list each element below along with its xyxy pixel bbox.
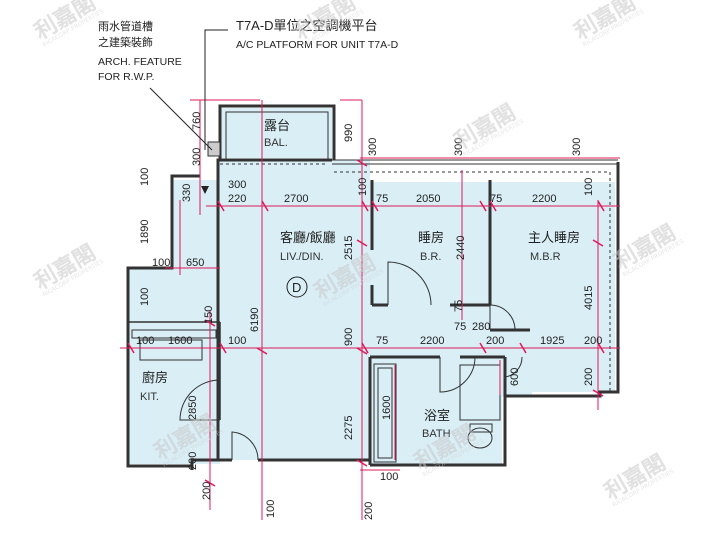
dim-300-top-left: 300 — [191, 148, 203, 166]
dim-75-a: 75 — [376, 193, 388, 205]
dim-2200-top: 2200 — [532, 193, 556, 205]
ac-note-en: A/C PLATFORM FOR UNIT T7A-D — [236, 39, 399, 51]
unit-marker: D — [292, 280, 301, 295]
dim-100-upper-right: 100 — [583, 178, 595, 196]
dim-990: 990 — [343, 124, 355, 142]
dimension-labels: 760 990 300 300 300 300 300 100 100 100 … — [136, 112, 602, 520]
ac-unit — [207, 141, 221, 157]
dim-200-mbr: 200 — [583, 368, 595, 386]
dim-150: 150 — [203, 306, 215, 324]
room-bath-en: BATH — [422, 428, 451, 440]
dim-220: 220 — [228, 193, 246, 205]
watermark-10: 利嘉閣 RICACORP PROPERTIES — [601, 451, 676, 509]
room-living-cn: 客廳/飯廳 — [280, 230, 336, 245]
dim-200-right: 200 — [584, 335, 602, 347]
kitchen-counter — [139, 339, 203, 361]
dim-300-horizontal: 300 — [228, 179, 246, 191]
watermark-7: 利嘉閣 RICACORP PROPERTIES — [611, 221, 686, 279]
dim-600: 600 — [509, 368, 521, 386]
dim-100-left: 100 — [139, 168, 151, 186]
dim-75-d: 75 — [453, 300, 465, 312]
ac-note-cn: T7A-D單位之空調機平台 — [236, 18, 378, 33]
windows — [220, 163, 611, 392]
dim-300-top-mid: 300 — [367, 138, 379, 156]
rwp-note-en-2: FOR R.W.P. — [98, 71, 154, 83]
dim-200-bottom-mid: 200 — [363, 502, 375, 520]
dim-200-bottom-left: 200 — [201, 482, 213, 500]
unit-marker-circle — [286, 276, 308, 298]
dimension-lines — [120, 99, 620, 520]
dim-1925: 1925 — [540, 335, 564, 347]
room-master-en: M.B.R — [530, 251, 561, 263]
dim-100-kit-right: 100 — [228, 335, 246, 347]
dim-100-upper-mid: 100 — [357, 178, 369, 196]
room-kitchen-en: KIT. — [140, 391, 159, 403]
fixtures — [131, 141, 501, 463]
room-living-en: LIV./DIN. — [280, 251, 324, 263]
dim-300-top-right2: 300 — [571, 138, 583, 156]
dimension-ticks — [127, 159, 605, 487]
watermark-1: 利嘉閣 RICACORP PROPERTIES — [31, 0, 106, 49]
dim-330: 330 — [181, 184, 193, 202]
rwp-note-en-1: ARCH. FEATURE — [98, 56, 182, 68]
dim-100-bath: 100 — [380, 471, 398, 483]
room-bath-cn: 浴室 — [424, 408, 450, 423]
dim-2050: 2050 — [416, 193, 440, 205]
dim-75-e: 75 — [376, 335, 388, 347]
toilet — [467, 427, 493, 449]
dim-2515: 2515 — [343, 236, 355, 260]
dim-2200-corridor: 2200 — [420, 335, 444, 347]
dim-6190: 6190 — [249, 308, 261, 332]
dim-200-corridor: 200 — [486, 335, 504, 347]
dim-1600-bath: 1600 — [381, 396, 393, 420]
callout-arrowhead — [201, 186, 209, 194]
dim-100-kit-left: 100 — [136, 335, 154, 347]
callout-leaders — [149, 29, 228, 151]
dim-300-top-right1: 300 — [453, 138, 465, 156]
watermark-5: 利嘉閣 RICACORP PROPERTIES — [31, 241, 106, 299]
room-master-cn: 主人睡房 — [528, 230, 580, 245]
dim-760: 760 — [191, 112, 203, 130]
dim-1600-kitchen: 1600 — [168, 335, 192, 347]
dim-200-kit-bottom: 200 — [187, 452, 199, 470]
room-bedroom-en: B.R. — [420, 251, 441, 263]
bathtub — [373, 363, 397, 463]
room-kitchen-cn: 廚房 — [142, 370, 168, 385]
dim-900: 900 — [343, 328, 355, 346]
dim-75-b: 75 — [490, 193, 502, 205]
dim-280: 280 — [472, 321, 490, 333]
dim-100-bottom: 100 — [265, 500, 277, 518]
dim-4015: 4015 — [583, 286, 595, 310]
dim-75-c: 75 — [454, 321, 466, 333]
dim-100-strip-vert: 100 — [139, 288, 151, 306]
watermark-3: 利嘉閣 RICACORP PROPERTIES — [571, 0, 646, 49]
dim-2850: 2850 — [187, 396, 199, 420]
dim-2440: 2440 — [455, 236, 467, 260]
watermark-4: 利嘉閣 RICACORP PROPERTIES — [451, 101, 526, 159]
dim-650: 650 — [186, 257, 204, 269]
rwp-note-cn-1: 雨水管道槽 — [98, 19, 153, 33]
dim-1890: 1890 — [139, 220, 151, 244]
dim-2275: 2275 — [343, 416, 355, 440]
dim-2700: 2700 — [284, 193, 308, 205]
room-balcony-cn: 露台 — [264, 118, 290, 133]
room-balcony-en: BAL. — [264, 137, 288, 149]
rwp-note-cn-2: 之建築裝飾 — [98, 35, 153, 49]
room-bedroom-cn: 睡房 — [418, 230, 444, 245]
dim-100-strip: 100 — [152, 257, 170, 269]
doors — [179, 261, 523, 461]
